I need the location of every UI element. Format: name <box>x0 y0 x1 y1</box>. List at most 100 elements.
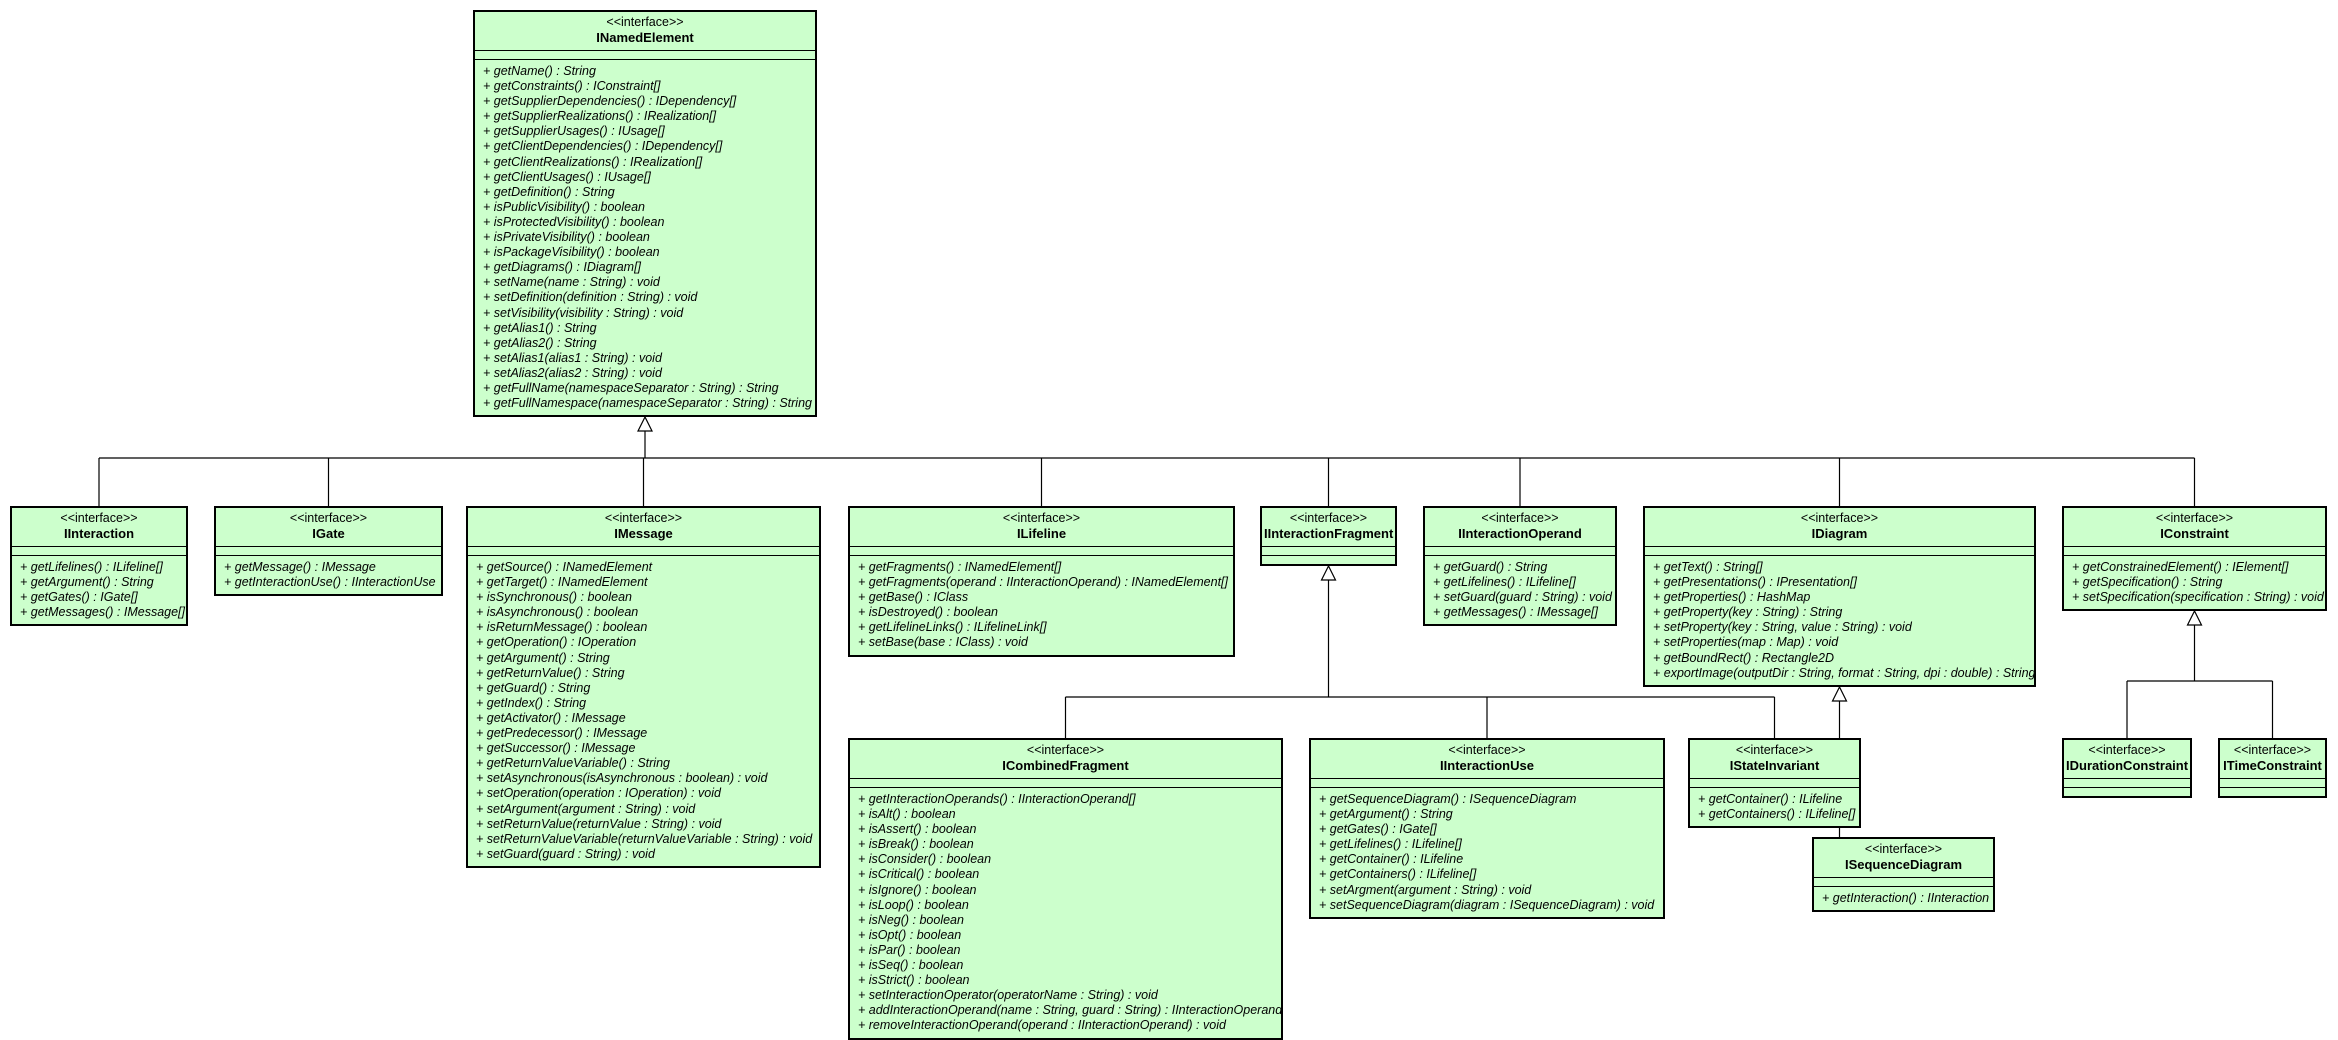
operation: + isAssert() : boolean <box>858 822 977 837</box>
operation: + getBoundRect() : Rectangle2D <box>1653 650 1835 665</box>
operation: + getOperation() : IOperation <box>476 635 637 650</box>
attribute-compartment <box>850 547 1233 556</box>
operation: + setArgument(argument : String) : void <box>476 801 696 816</box>
class-i-interaction-operand: <<interface>>IInteractionOperand + getGua… <box>1423 506 1617 627</box>
operation-compartment: + getSource() : INamedElement+ getTarget… <box>468 556 819 866</box>
operation: + getFragments(operand : IInteractionOpe… <box>858 575 1228 590</box>
operation: + isPrivateVisibility() : boolean <box>483 230 650 245</box>
attribute-compartment <box>12 547 186 556</box>
operation: + getLifelineLinks() : ILifelineLink[] <box>858 620 1047 635</box>
class-name: IDiagram <box>1811 526 1868 541</box>
stereotype-label: <<interface>> <box>604 511 683 525</box>
operation: + setSpecification(specification : Strin… <box>2072 590 2324 605</box>
class-i-state-invariant: <<interface>>IStateInvariant + getContain… <box>1688 738 1861 829</box>
class-header: <<interface>>IMessage <box>468 508 819 547</box>
attribute-compartment <box>2064 547 2325 556</box>
operation-compartment <box>2220 788 2325 796</box>
class-name: ILifeline <box>1016 526 1067 541</box>
stereotype-label: <<interface>> <box>60 511 138 525</box>
operation: + isAsynchronous() : boolean <box>476 605 639 620</box>
class-name: IMessage <box>614 526 673 541</box>
operation-compartment: + getLifelines() : ILifeline[]+ getArgum… <box>12 556 186 624</box>
class-i-interaction-use: <<interface>>IInteractionUse+ getSequenc… <box>1309 738 1665 919</box>
operation: + setDefinition(definition : String) : v… <box>483 290 698 305</box>
operation: + isBreak() : boolean <box>858 837 974 852</box>
class-i-message: <<interface>>IMessage + getSource() : INa… <box>466 506 821 868</box>
class-header: <<interface>>INamedElement <box>475 12 815 51</box>
stereotype-label: <<interface>> <box>606 15 684 29</box>
operation: + getSupplierUsages() : IUsage[] <box>483 124 665 139</box>
attribute-compartment <box>2220 779 2325 788</box>
operation: + getProperties() : HashMap <box>1653 590 1811 605</box>
attribute-compartment <box>1645 547 2034 556</box>
operation: + getFullName(namespaceSeparator : Strin… <box>483 380 779 395</box>
operation: + isSynchronous() : boolean <box>476 590 632 605</box>
class-name: ITimeConstraint <box>2223 758 2322 773</box>
stereotype-label: <<interface>> <box>2233 743 2312 757</box>
operation: + isCritical() : boolean <box>858 867 980 882</box>
operation-compartment: + getInteractionOperands() : IInteractio… <box>850 788 1282 1038</box>
stereotype-label: <<interface>> <box>1800 511 1879 525</box>
operation: + getLifelines() : ILifeline[] <box>1319 837 1462 852</box>
operation: + setName(name : String) : void <box>483 275 660 290</box>
stereotype-label: <<interface>> <box>1481 511 1559 525</box>
class-header: <<interface>>ITimeConstraint <box>2220 740 2325 779</box>
operation: + getConstrainedElement() : IElement[] <box>2072 560 2289 574</box>
class-i-time-constraint: <<interface>>ITimeConstraint <box>2218 738 2327 798</box>
operation-compartment <box>2064 788 2190 796</box>
operation: + getContainer() : ILifeline <box>1698 792 1843 806</box>
attribute-compartment <box>1425 547 1615 556</box>
generalization-arrowhead <box>2186 609 2203 626</box>
operation-compartment: + getText() : String[]+ getPresentations… <box>1645 556 2035 685</box>
class-i-constraint: <<interface>>IConstraint+ getConstrained… <box>2062 506 2327 612</box>
operation: + isAlt() : boolean <box>858 807 956 822</box>
operation: + getGuard() : String <box>476 680 591 695</box>
operation-compartment: + getGuard() : String+ getLifelines() : … <box>1425 556 1615 624</box>
attribute-compartment <box>216 547 441 556</box>
operation: + setInteractionOperator(operatorName : … <box>858 988 1158 1003</box>
class-i-interaction-fragment: <<interface>>IInteractionFragment <box>1260 506 1397 566</box>
operation: + getSequenceDiagram() : ISequenceDiagra… <box>1319 792 1577 806</box>
stereotype-label: <<interface>> <box>1002 511 1081 525</box>
operation: + getAlias2() : String <box>483 335 597 350</box>
operation: + getContainers() : ILifeline[] <box>1319 867 1477 882</box>
operation: + isPublicVisibility() : boolean <box>483 199 645 214</box>
attribute-compartment <box>2064 779 2190 788</box>
operation: + setGuard(guard : String) : void <box>476 846 655 861</box>
class-name: IStateInvariant <box>1729 758 1820 773</box>
operation: + getFullNamespace(namespaceSeparator : … <box>483 396 812 411</box>
operation: + getInteraction() : IInteraction <box>1822 891 1990 905</box>
attribute-compartment <box>468 547 819 556</box>
operation: + getArgument() : String <box>1319 807 1453 822</box>
stereotype-label: <<interface>> <box>1026 743 1105 757</box>
operation: + getInteractionUse() : IInteractionUse <box>224 575 436 590</box>
operation-compartment: + getContainer() : ILifeline+ getContain… <box>1690 788 1859 826</box>
operation-compartment: + getInteraction() : IInteraction <box>1814 887 1993 910</box>
operation: + getClientDependencies() : IDependency[… <box>483 139 723 154</box>
class-header: <<interface>>IStateInvariant <box>1690 740 1859 779</box>
operation: + getArgument() : String <box>20 575 154 590</box>
operation: + getContainer() : ILifeline <box>1319 852 1464 867</box>
generalization-arrowhead <box>1831 685 1848 702</box>
operation: + setAsynchronous(isAsynchronous : boole… <box>476 771 768 786</box>
operation: + getMessage() : IMessage <box>224 560 376 574</box>
operation: + setReturnValueVariable(returnValueVari… <box>476 831 813 846</box>
class-name: ISequenceDiagram <box>1844 857 1963 872</box>
operation: + isConsider() : boolean <box>858 852 992 867</box>
operation: + isProtectedVisibility() : boolean <box>483 214 665 229</box>
stereotype-label: <<interface>> <box>1735 743 1814 757</box>
class-name: IDurationConstraint <box>2066 758 2189 773</box>
class-header: <<interface>>IGate <box>216 508 441 547</box>
stereotype-label: <<interface>> <box>1448 743 1526 757</box>
class-name: IInteraction <box>63 526 135 541</box>
operation: + isPar() : boolean <box>858 942 961 957</box>
operation: + getContainers() : ILifeline[] <box>1698 807 1856 822</box>
class-header: <<interface>>IInteractionOperand <box>1425 508 1615 547</box>
operation: + setOperation(operation : IOperation) :… <box>476 786 721 801</box>
operation: + getMessages() : IMessage[] <box>1433 605 1599 620</box>
operation: + isSeq() : boolean <box>858 958 964 973</box>
operation: + getSpecification() : String <box>2072 575 2223 590</box>
operation: + getReturnValue() : String <box>476 665 625 680</box>
stereotype-label: <<interface>> <box>1289 511 1368 525</box>
operation-compartment: + getName() : String+ getConstraints() :… <box>475 60 815 415</box>
